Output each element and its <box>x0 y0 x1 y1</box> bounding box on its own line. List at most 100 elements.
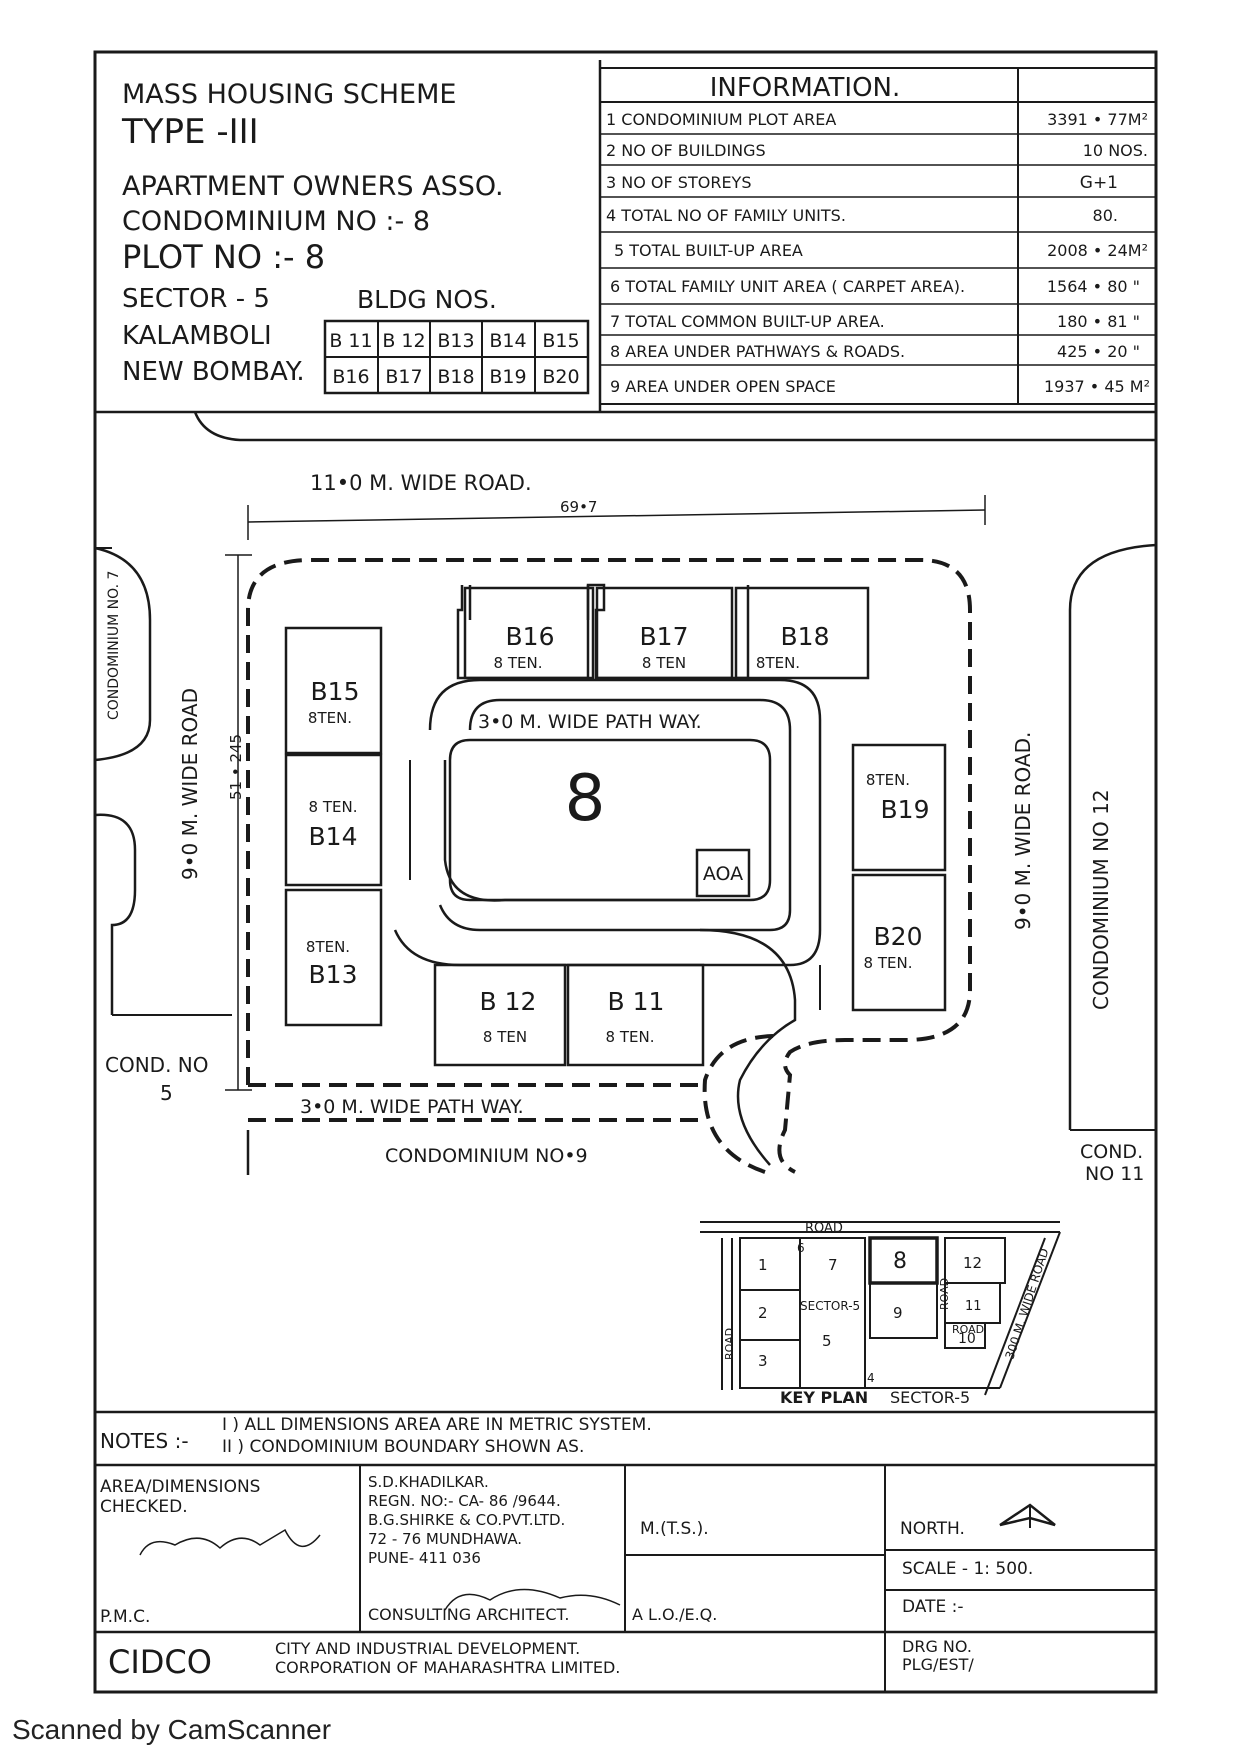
condominium-11-label: COND. <box>1080 1141 1143 1163</box>
building-label: B13 <box>309 960 358 989</box>
area-checked-label: CHECKED. <box>100 1497 188 1517</box>
tenement-label: 8TEN. <box>866 771 910 789</box>
pathway-top-label: 3•0 M. WIDE PATH WAY. <box>478 711 702 733</box>
building-label: B17 <box>640 622 689 651</box>
key-plan-road-mid: ROAD <box>938 1278 951 1310</box>
condominium-9-label: CONDOMINIUM NO•9 <box>385 1145 588 1167</box>
tenement-label: 8 TEN. <box>494 654 543 672</box>
key-plan-plot: 6 <box>797 1241 805 1255</box>
site-labels: 11•0 M. WIDE ROAD. 69•7 51 • 245 9•0 M. … <box>105 471 1144 1185</box>
locality-label: KALAMBOLI <box>122 321 272 351</box>
corporation-line: CORPORATION OF MAHARASHTRA LIMITED. <box>275 1658 620 1677</box>
signature-checker-icon <box>139 1528 321 1556</box>
key-plan-plot: 7 <box>828 1256 838 1274</box>
tenement-label: 8TEN. <box>308 709 352 727</box>
info-value: 2008 • 24M² <box>1047 241 1148 260</box>
tenement-label: 8 TEN <box>483 1028 527 1046</box>
key-plan-plot: 12 <box>963 1254 982 1272</box>
info-value: 1937 • 45 M² <box>1044 377 1150 396</box>
plot-number: PLOT NO :- 8 <box>122 238 325 276</box>
key-plan-plot: 9 <box>893 1304 903 1322</box>
building-label: B14 <box>309 822 358 851</box>
area-checked-label: AREA/DIMENSIONS <box>100 1477 260 1497</box>
association-name: APARTMENT OWNERS ASSO. <box>122 171 504 202</box>
aoa-label: AOA <box>703 863 743 885</box>
info-value: G+1 <box>1080 173 1118 193</box>
condominium-boundary <box>246 558 972 1174</box>
key-plan-plot: 8 <box>893 1249 907 1274</box>
road-top-label: 11•0 M. WIDE ROAD. <box>310 471 532 495</box>
road-right-label: 9•0 M. WIDE ROAD. <box>1011 732 1035 930</box>
condominium-11-number: NO 11 <box>1085 1163 1144 1185</box>
architect-line: B.G.SHIRKE & CO.PVT.LTD. <box>368 1511 565 1529</box>
road-left-label: 9•0 M. WIDE ROAD <box>178 688 202 880</box>
key-plan-road-left: ROAD <box>723 1328 736 1360</box>
info-label: 8 AREA UNDER PATHWAYS & ROADS. <box>610 342 905 361</box>
condominium-7-outline <box>94 546 152 762</box>
alo-label: A L.O./E.Q. <box>632 1605 717 1624</box>
pathway-bottom-label: 3•0 M. WIDE PATH WAY. <box>300 1096 524 1118</box>
signature-architect-icon <box>444 1588 621 1611</box>
info-label: 6 TOTAL FAMILY UNIT AREA ( CARPET AREA). <box>610 277 965 296</box>
building-label: B 11 <box>608 987 665 1016</box>
key-plan-plot: 3 <box>758 1352 768 1370</box>
architect-line: PUNE- 411 036 <box>368 1549 481 1567</box>
info-label: 7 TOTAL COMMON BUILT-UP AREA. <box>610 312 885 331</box>
key-plan-title: KEY PLAN <box>780 1388 868 1407</box>
key-plan-sector-label: SECTOR-5 <box>800 1299 860 1313</box>
drawing-number-value: PLG/EST/ <box>902 1655 974 1674</box>
key-plan-plot: 1 <box>758 1256 768 1274</box>
info-label: 5 TOTAL BUILT-UP AREA <box>614 241 803 260</box>
title-block <box>95 1410 1156 1692</box>
key-plan-plot: 11 <box>965 1299 982 1314</box>
tenement-label: 8TEN. <box>756 654 800 672</box>
drawing-number-label: DRG NO. <box>902 1637 972 1656</box>
info-value: 425 • 20 " <box>1057 342 1140 361</box>
key-plan-plot: 5 <box>822 1332 832 1350</box>
sheet-border <box>93 50 1158 1694</box>
scheme-title: MASS HOUSING SCHEME <box>122 79 456 110</box>
building-label: B16 <box>506 622 555 651</box>
architect-line: REGN. NO:- CA- 86 /9644. <box>368 1492 561 1510</box>
building-label: B15 <box>311 677 360 706</box>
condominium-12-label: CONDOMINIUM NO 12 <box>1089 789 1113 1010</box>
info-title: INFORMATION. <box>710 73 901 103</box>
architect-line: S.D.KHADILKAR. <box>368 1473 489 1491</box>
north-arrow-icon <box>999 1503 1056 1527</box>
info-label: 3 NO OF STOREYS <box>606 173 751 192</box>
bldg-cell: B 11 <box>329 330 372 352</box>
consulting-architect-label: CONSULTING ARCHITECT. <box>368 1605 569 1624</box>
info-value: 180 • 81 " <box>1057 312 1140 331</box>
bldg-nos-label: BLDG NOS. <box>357 285 497 314</box>
dimension-line-top <box>247 509 986 523</box>
date-label: DATE :- <box>902 1597 964 1617</box>
architect-line: 72 - 76 MUNDHAWA. <box>368 1530 522 1548</box>
tenement-label: 8TEN. <box>306 938 350 956</box>
tenement-label: 8 TEN <box>642 654 686 672</box>
city-label: NEW BOMBAY. <box>122 357 305 387</box>
info-label: 1 CONDOMINIUM PLOT AREA <box>606 110 836 129</box>
tenement-label: 8 TEN. <box>309 798 358 816</box>
info-label: 4 TOTAL NO OF FAMILY UNITS. <box>606 206 846 225</box>
bldg-cell: B18 <box>437 366 474 388</box>
bldg-cell: B13 <box>437 330 474 352</box>
key-plan-wide-road: 300 M. WIDE ROAD <box>1003 1247 1052 1361</box>
cidco-logo-text: CIDCO <box>108 1643 212 1681</box>
pmc-label: P.M.C. <box>100 1607 150 1627</box>
scanner-footer: Scanned by CamScanner <box>12 1714 332 1745</box>
key-plan-road-small: ROAD <box>952 1323 984 1336</box>
bldg-cell: B17 <box>385 366 422 388</box>
information-table: INFORMATION. 1 CONDOMINIUM PLOT AREA 2 N… <box>600 67 1157 405</box>
bldg-cell: B 12 <box>382 330 425 352</box>
mts-label: M.(T.S.). <box>640 1519 709 1539</box>
condominium-7-label: CONDOMINIUM NO. 7 <box>106 571 122 720</box>
bldg-number-grid: B 11 B 12 B13 B14 B15 B16 B17 B18 B19 B2… <box>323 319 590 395</box>
aoa-building <box>695 848 751 898</box>
condominium-number: CONDOMINIUM NO :- 8 <box>122 206 430 237</box>
notes-label: NOTES :- <box>100 1429 189 1453</box>
key-plan-subtitle: SECTOR-5 <box>890 1388 970 1407</box>
header-block: MASS HOUSING SCHEME TYPE -III APARTMENT … <box>95 60 1157 414</box>
bldg-cell: B15 <box>542 330 579 352</box>
info-label: 2 NO OF BUILDINGS <box>606 141 766 160</box>
